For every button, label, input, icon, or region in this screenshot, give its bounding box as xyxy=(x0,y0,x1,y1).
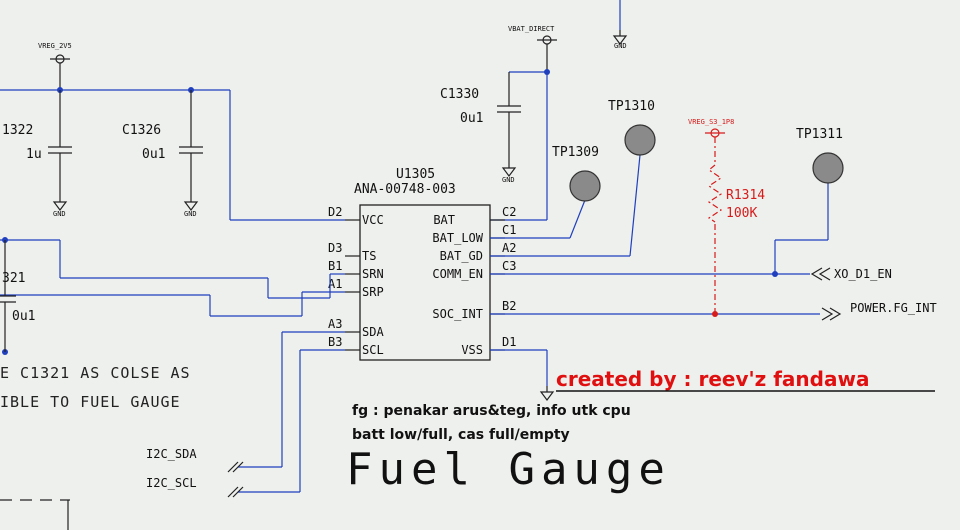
layout-note-line2: IBLE TO FUEL GAUGE xyxy=(0,393,181,411)
diagram-title: Fuel Gauge xyxy=(346,444,671,495)
pin-d1-num: D1 xyxy=(502,335,516,349)
pin-b3-num: B3 xyxy=(328,335,342,349)
gnd-label-c1330: GND xyxy=(502,176,515,184)
pin-bat: BAT xyxy=(433,213,455,227)
c1330-value: 0u1 xyxy=(460,111,483,126)
pin-soc-int: SOC_INT xyxy=(432,307,483,321)
capacitor-c1322 xyxy=(48,90,72,211)
pin-a3-num: A3 xyxy=(328,317,342,331)
pin-b2-num: B2 xyxy=(502,299,516,313)
net-power-fg-int-wire xyxy=(490,307,842,321)
sense-network xyxy=(0,237,345,355)
pin-a1-num: A1 xyxy=(328,277,342,291)
test-point-tp1309 xyxy=(490,170,601,239)
vbat-direct-symbol xyxy=(537,35,557,72)
tp1311-label: TP1311 xyxy=(796,127,843,142)
pin-b1-num: B1 xyxy=(328,259,342,273)
pin-ts: TS xyxy=(362,249,376,263)
ic-u1305-body xyxy=(359,204,491,361)
c1326-value: 0u1 xyxy=(142,147,165,162)
net-vbat-direct: VBAT_DIRECT xyxy=(508,25,555,33)
gnd-label-c1326: GND xyxy=(184,210,197,218)
pin-vcc: VCC xyxy=(362,213,384,227)
c1321-value: 0u1 xyxy=(12,309,35,324)
c1330-ref: C1330 xyxy=(440,87,479,102)
c1322-ref: 1322 xyxy=(2,123,33,138)
net-xo-d1-en: XO_D1_EN xyxy=(834,267,892,281)
net-i2c-sda: I2C_SDA xyxy=(146,447,197,461)
pin-c3-num: C3 xyxy=(502,259,516,273)
pin-a2-num: A2 xyxy=(502,241,516,255)
pin-bat-low: BAT_LOW xyxy=(432,231,483,245)
ic-part-number: ANA-00748-003 xyxy=(354,182,456,197)
capacitor-c1330 xyxy=(497,72,521,177)
tp1310-label: TP1310 xyxy=(608,99,655,114)
pin-sda: SDA xyxy=(362,325,384,339)
annotation-fg-line2: batt low/full, cas full/empty xyxy=(352,427,570,443)
c1322-value: 1u xyxy=(26,147,42,162)
pin-d3-num: D3 xyxy=(328,241,342,255)
pin-bat-gd: BAT_GD xyxy=(440,249,483,263)
pin-c2-num: C2 xyxy=(502,205,516,219)
dashed-box-fragment xyxy=(0,499,70,530)
vreg-2v5-symbol xyxy=(50,54,70,90)
net-vreg-s3-1p8: VREG_S3_1P8 xyxy=(688,118,734,126)
pin-d2-num: D2 xyxy=(328,205,342,219)
vss-ground xyxy=(490,349,554,401)
gnd-label-top: GND xyxy=(614,42,627,50)
gnd-label-c1322: GND xyxy=(53,210,66,218)
r1314-value: 100K xyxy=(726,206,757,221)
net-i2c-scl: I2C_SCL xyxy=(146,476,197,490)
c1321-ref: 321 xyxy=(2,271,25,286)
pin-c1-num: C1 xyxy=(502,223,516,237)
pin-vss: VSS xyxy=(461,343,483,357)
net-power-fg-int: POWER.FG_INT xyxy=(850,301,937,315)
test-point-tp1310 xyxy=(490,124,656,257)
layout-note-line1: E C1321 AS COLSE AS xyxy=(0,364,191,382)
r1314-ref: R1314 xyxy=(726,188,765,203)
i2c-wires xyxy=(227,331,345,498)
net-vreg-2v5: VREG_2V5 xyxy=(38,42,72,50)
pin-srn: SRN xyxy=(362,267,384,281)
annotation-fg-line1: fg : penakar arus&teg, info utk cpu xyxy=(352,403,631,419)
vbat-rail xyxy=(490,69,550,221)
tp1309-label: TP1309 xyxy=(552,145,599,160)
capacitor-c1326 xyxy=(179,90,203,211)
test-point-tp1311 xyxy=(774,152,844,274)
pin-comm-en: COMM_EN xyxy=(432,267,483,281)
c1326-ref: C1326 xyxy=(122,123,161,138)
resistor-r1314 xyxy=(705,128,725,317)
pin-srp: SRP xyxy=(362,285,384,299)
net-xo-d1-en-wire xyxy=(490,267,831,281)
ic-ref: U1305 xyxy=(396,167,435,182)
pin-scl: SCL xyxy=(362,343,384,357)
credit-text: created by : reev'z fandawa xyxy=(556,367,869,391)
